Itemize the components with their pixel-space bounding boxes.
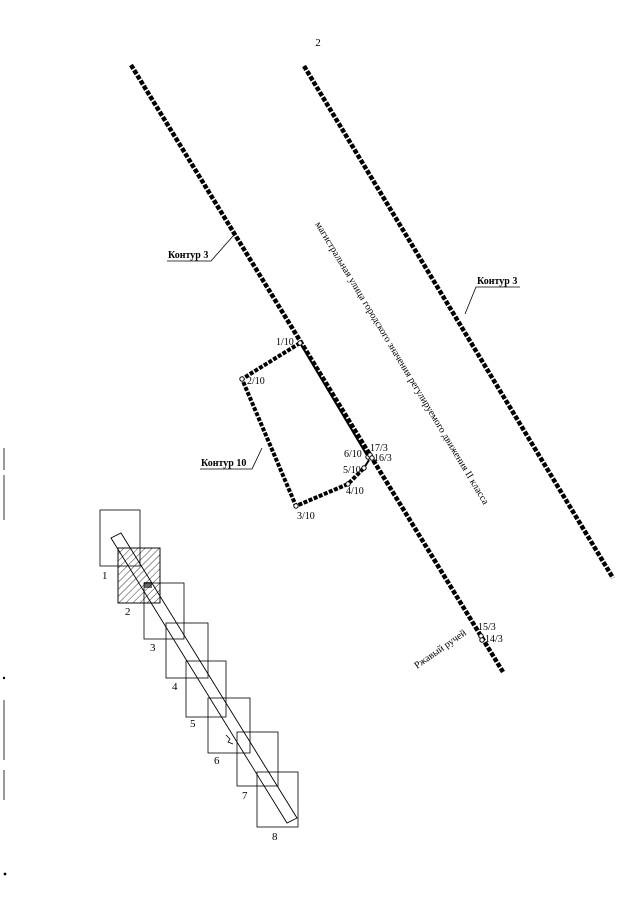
sheet-frame (207, 697, 251, 754)
label-creek: Ржавый ручей (412, 627, 469, 671)
sheet-number: 4 (172, 681, 178, 693)
boundary-contour-3-left (129, 63, 505, 674)
label-contour-10: Контур 10 (201, 458, 246, 469)
label-street: магистральная улица городского значения … (312, 220, 491, 507)
point-label: 15/3 (478, 622, 496, 633)
sheet-frame (236, 731, 279, 787)
point-label: 14/3 (485, 634, 503, 645)
point-label: 1/10 (276, 337, 294, 348)
sheet-current-hatched (117, 547, 161, 604)
vertex-markers (239, 340, 485, 643)
point-label: 5/10 (343, 465, 361, 476)
parcel-strip (110, 532, 298, 824)
sheet-number: 5 (190, 718, 196, 730)
label-contour-3-right: Контур 3 (477, 276, 517, 287)
page-number: 2 (315, 37, 321, 49)
point-label: 3/10 (297, 511, 315, 522)
sheet-number: 2 (125, 606, 131, 618)
sheet-number: 1 (102, 570, 108, 582)
point-label: 2/10 (247, 376, 265, 387)
sheet-number: 3 (150, 642, 156, 654)
point-label: 4/10 (346, 486, 364, 497)
boundary-contour-3-right (302, 64, 615, 580)
sheet-number: 8 (272, 831, 278, 843)
sheet-frame (256, 771, 299, 828)
point-label: 16/3 (374, 453, 392, 464)
point-label: 17/3 (370, 443, 388, 454)
sheet-frame (165, 622, 209, 679)
leader-lines (167, 235, 520, 470)
sheet-number: 6 (214, 755, 220, 767)
label-contour-3-left: Контур 3 (168, 250, 208, 261)
point-label: 6/10 (344, 449, 362, 460)
sheet-index-map (99, 509, 299, 828)
sheet-number: 7 (242, 790, 248, 802)
margin-artifacts (2, 448, 7, 876)
sheet-frame (143, 582, 185, 640)
sheet-frame (185, 660, 227, 718)
